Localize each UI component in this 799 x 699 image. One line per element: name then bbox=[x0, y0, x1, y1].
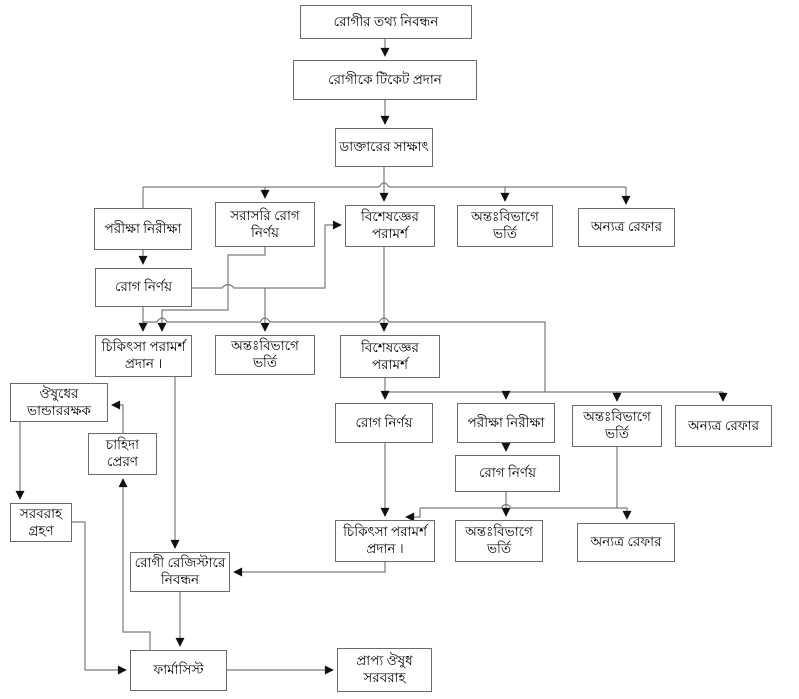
node-pharmacist: ফার্মাসিস্ট bbox=[130, 650, 227, 691]
node-medicine-supply: প্রাপ্য ঔষুধ সরবরাহ bbox=[337, 648, 432, 692]
node-direct-diagnosis: সরাসরি রোগ নির্ণয় bbox=[215, 202, 315, 247]
node-inpatient-admission-4: অন্তঃবিভাগে ভর্তি bbox=[455, 520, 543, 562]
node-diagnosis-3: রোগ নির্ণয় bbox=[455, 455, 560, 492]
node-diagnosis-1: রোগ নির্ণয় bbox=[95, 268, 192, 307]
node-medicine-storekeeper: ঔষুধের ভান্ডাররক্ষক bbox=[10, 383, 108, 422]
node-treatment-advice-2: চিকিৎসা পরামর্শ প্রদান । bbox=[335, 520, 435, 562]
node-refer-elsewhere-2: অন্যত্র রেফার bbox=[675, 405, 772, 447]
node-requisition-send: চাহিদা প্রেরণ bbox=[88, 433, 157, 475]
node-inpatient-admission-2: অন্তঃবিভাগে ভর্তি bbox=[215, 335, 315, 375]
node-supply-receive: সরবরাহ গ্রহণ bbox=[10, 503, 72, 542]
node-patient-info-registration: রোগীর তথ্য নিবন্ধন bbox=[300, 5, 472, 39]
node-treatment-advice-1: চিকিৎসা পরামর্শ প্রদান । bbox=[95, 335, 192, 377]
node-tests-investigations-1: পরীক্ষা নিরীক্ষা bbox=[94, 208, 192, 250]
node-patient-register-entry: রোগী রেজিস্টারে নিবন্ধন bbox=[130, 552, 230, 592]
node-specialist-consult-1: বিশেষজ্ঞের পরামর্শ bbox=[345, 205, 435, 247]
node-specialist-consult-2: বিশেষজ্ঞের পরামর্শ bbox=[340, 335, 440, 378]
node-diagnosis-2: রোগ নির্ণয় bbox=[335, 403, 433, 443]
node-inpatient-admission-3: অন্তঃবিভাগে ভর্তি bbox=[572, 405, 662, 447]
node-refer-elsewhere-3: অন্যত্র রেফার bbox=[577, 523, 675, 562]
node-inpatient-admission-1: অন্তঃবিভাগে ভর্তি bbox=[457, 205, 553, 247]
node-doctor-visit: ডাক্তারের সাক্ষাৎ bbox=[335, 128, 433, 167]
node-refer-elsewhere-1: অন্যত্র রেফার bbox=[578, 208, 675, 247]
node-tests-investigations-2: পরীক্ষা নিরীক্ষা bbox=[457, 403, 555, 443]
node-patient-ticket-issue: রোগীকে টিকেট প্রদান bbox=[293, 60, 477, 100]
